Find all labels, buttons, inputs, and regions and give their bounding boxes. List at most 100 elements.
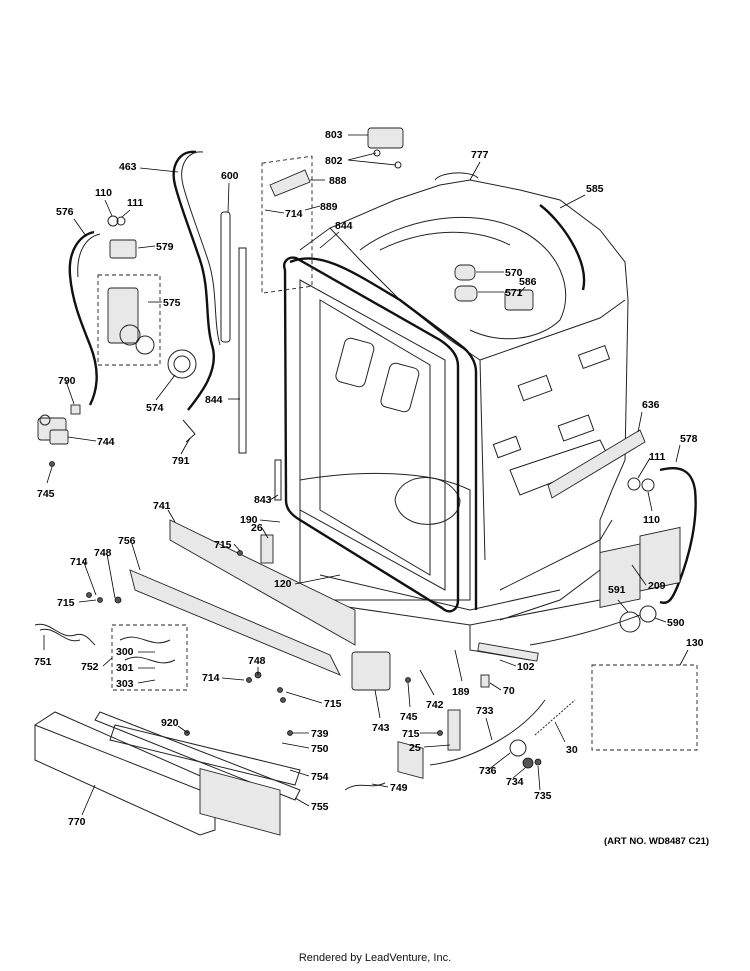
label-301: 301	[116, 662, 134, 674]
label-111: 111	[127, 197, 144, 209]
label-739: 739	[311, 728, 329, 740]
label-303: 303	[116, 678, 134, 690]
label-755: 755	[311, 801, 329, 813]
part-70	[480, 674, 490, 688]
label-742: 742	[426, 699, 444, 711]
label-463: 463	[119, 161, 137, 173]
part-770	[34, 724, 216, 836]
leader-lines	[43, 134, 689, 816]
part-585	[539, 204, 586, 291]
part-736	[509, 739, 527, 757]
footer-credit: Rendered by LeadVenture, Inc.	[298, 952, 452, 964]
label-736: 736	[479, 765, 497, 777]
label-209: 209	[648, 580, 666, 592]
label-751: 751	[34, 656, 52, 668]
part-754	[109, 724, 301, 786]
part-636	[547, 429, 646, 499]
label-803: 803	[325, 129, 343, 141]
part-803	[367, 127, 404, 149]
label-575: 575	[163, 297, 181, 309]
label-844b: 844	[205, 394, 223, 406]
part-791	[182, 419, 196, 443]
label-636: 636	[642, 399, 660, 411]
label-70: 70	[503, 685, 515, 697]
label-130: 130	[686, 637, 704, 649]
label-777: 777	[471, 149, 489, 161]
label-749: 749	[390, 782, 408, 794]
part-110-left	[107, 215, 119, 227]
label-748b: 748	[248, 655, 266, 667]
part-749	[344, 782, 386, 791]
part-574	[167, 349, 197, 379]
label-844: 844	[335, 220, 353, 232]
label-111b: 111	[649, 451, 666, 463]
label-741: 741	[153, 500, 171, 512]
label-574: 574	[146, 402, 164, 414]
label-735: 735	[534, 790, 552, 802]
label-889: 889	[320, 201, 338, 213]
label-30: 30	[566, 744, 578, 756]
strip-844	[238, 247, 247, 454]
label-745: 745	[37, 488, 55, 500]
label-791: 791	[172, 455, 190, 467]
part-755	[94, 711, 301, 801]
part-570	[454, 264, 476, 281]
label-733: 733	[476, 705, 494, 717]
label-110: 110	[95, 187, 112, 199]
label-579: 579	[156, 241, 174, 253]
part-750	[199, 768, 281, 836]
label-120: 120	[274, 578, 292, 590]
label-715: 715	[214, 539, 232, 551]
label-591: 591	[608, 584, 626, 596]
label-570: 570	[505, 267, 523, 279]
label-600: 600	[221, 170, 239, 182]
label-714c: 714	[202, 672, 220, 684]
label-745b: 745	[400, 711, 418, 723]
part-756	[129, 569, 341, 676]
part-30	[534, 699, 576, 736]
valve-744	[37, 414, 69, 445]
part-733	[429, 699, 546, 766]
part-26	[260, 534, 274, 564]
label-752: 752	[81, 661, 99, 673]
label-748: 748	[94, 547, 112, 559]
part-102	[477, 642, 539, 662]
label-790: 790	[58, 375, 76, 387]
part-741	[169, 519, 356, 646]
part-743	[351, 651, 391, 691]
harness-751	[34, 623, 96, 646]
part-labels: 803 802 777 463 600 888 585 110 111 576 …	[34, 129, 704, 828]
label-300: 300	[116, 646, 134, 658]
strip-843	[274, 459, 282, 501]
label-190: 190	[240, 514, 258, 526]
tub-assembly	[299, 172, 629, 661]
harness-752-group	[111, 624, 188, 691]
label-578: 578	[680, 433, 698, 445]
label-802: 802	[325, 155, 343, 167]
label-843: 843	[254, 494, 272, 506]
label-743: 743	[372, 722, 390, 734]
part-571	[454, 285, 478, 302]
hose-463	[172, 150, 215, 411]
label-734: 734	[506, 776, 524, 788]
part-579	[109, 239, 137, 259]
label-189: 189	[452, 686, 470, 698]
part-735	[534, 758, 542, 766]
part-888	[269, 169, 311, 197]
label-586: 586	[519, 276, 537, 288]
label-26: 26	[251, 522, 263, 534]
label-590: 590	[667, 617, 685, 629]
door-gasket	[283, 256, 460, 613]
label-715b: 715	[57, 597, 75, 609]
part-130-group	[591, 664, 698, 751]
tub-gasket	[289, 257, 478, 610]
label-714: 714	[285, 208, 303, 220]
part-742	[397, 741, 424, 779]
label-714b: 714	[70, 556, 88, 568]
art-number: (ART NO. WD8487 C21)	[604, 836, 710, 847]
hose-578	[659, 467, 697, 604]
label-585: 585	[586, 183, 604, 195]
label-920: 920	[161, 717, 179, 729]
label-754: 754	[311, 771, 329, 783]
